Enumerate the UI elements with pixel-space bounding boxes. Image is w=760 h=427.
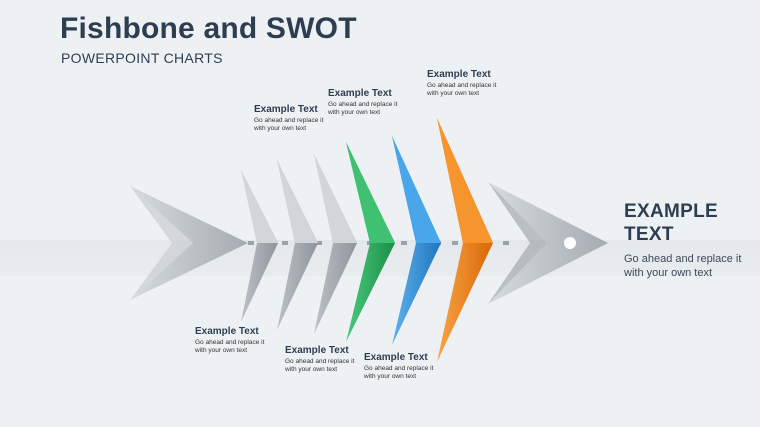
label-heading: Example Text [364,352,428,363]
bone-blue [392,136,441,345]
label-body: Go ahead and replace it with your own te… [427,82,497,97]
slide-subtitle: POWERPOINT CHARTS [61,50,223,66]
head-label: EXAMPLE TEXT Go ahead and replace it wit… [624,200,754,280]
head-body: Go ahead and replace it with your own te… [624,253,742,279]
label-heading: Example Text [195,326,259,337]
bone-orange [437,118,493,362]
label-body: Go ahead and replace it with your own te… [364,365,434,380]
label-heading: Example Text [427,69,491,80]
label-body: Go ahead and replace it with your own te… [328,101,398,116]
label-heading: Example Text [328,88,392,99]
label-heading: Example Text [285,345,349,356]
label-heading: Example Text [254,104,318,115]
bone-grey-2 [277,160,318,330]
head-heading: EXAMPLE TEXT [624,201,718,245]
bone-grey-3 [314,154,357,334]
label-bottom-1: Example Text Go ahead and replace it wit… [195,326,267,355]
fish-tail [130,186,248,300]
label-top-1: Example Text Go ahead and replace it wit… [254,104,326,133]
fish-eye [564,237,576,249]
label-body: Go ahead and replace it with your own te… [195,339,265,354]
fish-head [488,182,608,304]
slide-title: Fishbone and SWOT [60,12,357,45]
label-body: Go ahead and replace it with your own te… [254,117,324,132]
label-body: Go ahead and replace it with your own te… [285,358,355,373]
label-bottom-3: Example Text Go ahead and replace it wit… [364,352,436,381]
bone-green [346,142,395,342]
label-bottom-2: Example Text Go ahead and replace it wit… [285,345,357,374]
bone-grey-1 [241,170,278,322]
label-top-2: Example Text Go ahead and replace it wit… [328,88,400,117]
label-top-3: Example Text Go ahead and replace it wit… [427,69,499,98]
